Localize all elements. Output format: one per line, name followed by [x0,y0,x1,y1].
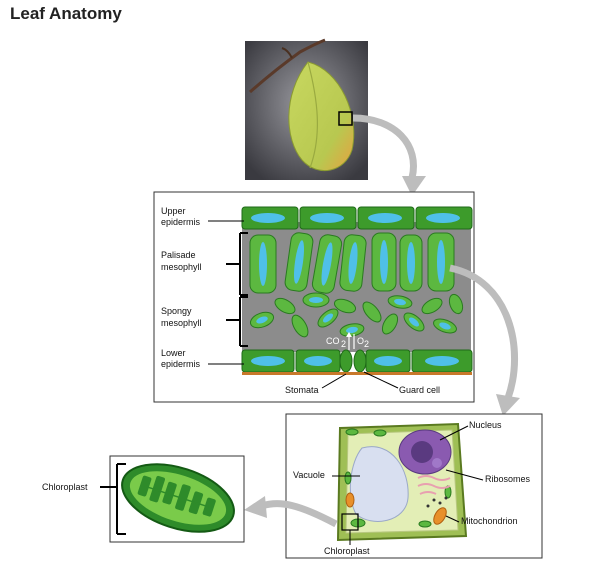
chloroplast-cell-label: Chloroplast [324,546,370,556]
palisade-cells [249,232,455,294]
leaf-photo [245,38,368,180]
zoom-arrow-1 [352,114,426,196]
upper-epidermis-label-line2: epidermis [161,217,201,227]
page-title: Leaf Anatomy [10,4,122,23]
co2-label: CO [326,336,340,346]
thylakoid-stacks [137,475,216,517]
svg-text:2: 2 [364,339,369,349]
mitochondrion-label: Mitochondrion [461,516,518,526]
chloroplast-detail-label: Chloroplast [42,482,88,492]
leaf-blade [288,61,355,171]
o2-label: O [357,336,364,346]
ribosomes-label: Ribosomes [485,474,531,484]
plant-cell-panel: Nucleus Vacuole Ribosomes Mitochondrion … [285,413,543,559]
spongy-label-line1: Spongy [161,306,192,316]
cross-section-panel: CO 2 O 2 Upper epidermis P [153,191,475,403]
upper-epidermis [241,206,473,230]
vacuole-label: Vacuole [293,470,325,480]
spongy-cells [249,292,464,338]
zoom-arrow-3 [244,496,338,528]
zoom-marker [338,111,353,126]
nucleus-label: Nucleus [469,420,502,430]
guard-cell-label: Guard cell [399,385,440,395]
svg-text:2: 2 [341,339,346,349]
lower-epidermis-label-line1: Lower [161,348,186,358]
lower-epidermis-label-line2: epidermis [161,359,201,369]
upper-epidermis-label-line1: Upper [161,206,186,216]
spongy-label-line2: mesophyll [161,318,202,328]
cross-section-labels: Upper epidermis Palisade mesophyll Spong… [161,206,440,395]
zoom-arrow-2 [449,264,520,416]
stomata-label: Stomata [285,385,319,395]
organelles [344,428,452,528]
lower-epidermis [241,349,473,375]
gas-exchange: CO 2 O 2 [326,332,369,350]
palisade-label-line2: mesophyll [161,262,202,272]
palisade-label-line1: Palisade [161,250,196,260]
chloroplast-panel: Chloroplast [42,455,245,543]
